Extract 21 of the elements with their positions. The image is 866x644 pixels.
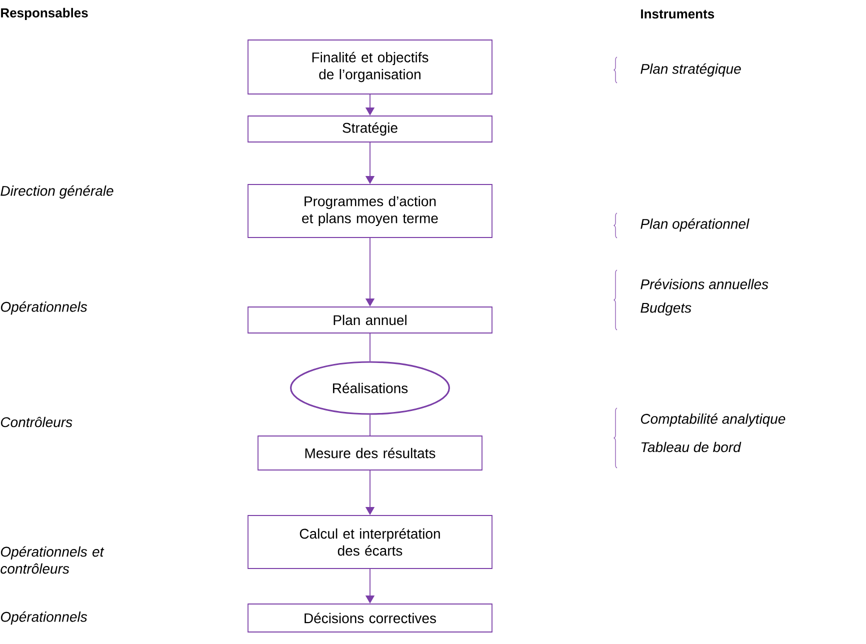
column-heading: Instruments xyxy=(641,9,714,19)
label-text: Opérationnels xyxy=(0,301,88,315)
process-box: Programmes d’action et plans moyen terme xyxy=(248,184,492,238)
label-text: Contrôleurs xyxy=(0,416,72,428)
label-text: Plan stratégique xyxy=(640,63,741,77)
process-box: Calcul et interprétation des écarts xyxy=(248,515,492,569)
label-text: Opérationnels xyxy=(0,611,88,625)
label-text: Comptabilité analytique xyxy=(640,413,786,427)
process-box: Finalité et objectifs de l’organisation xyxy=(248,40,492,94)
label-text: Budgets xyxy=(640,302,692,316)
process-box: Décisions correctives xyxy=(248,604,492,632)
column-heading: Responsables xyxy=(1,8,88,20)
label-text: Opérationnels et contrôleurs xyxy=(0,546,104,574)
label-text: Direction générale xyxy=(0,185,114,199)
process-box: Plan annuel xyxy=(248,306,492,334)
label-text: Plan opérationnel xyxy=(640,218,750,232)
label-text: Tableau de bord xyxy=(641,442,742,452)
process-box: Stratégie xyxy=(248,116,492,142)
ellipse-node: Réalisations xyxy=(290,361,450,415)
process-box: Mesure des résultats xyxy=(258,436,482,470)
label-text: Prévisions annuelles xyxy=(640,278,768,290)
